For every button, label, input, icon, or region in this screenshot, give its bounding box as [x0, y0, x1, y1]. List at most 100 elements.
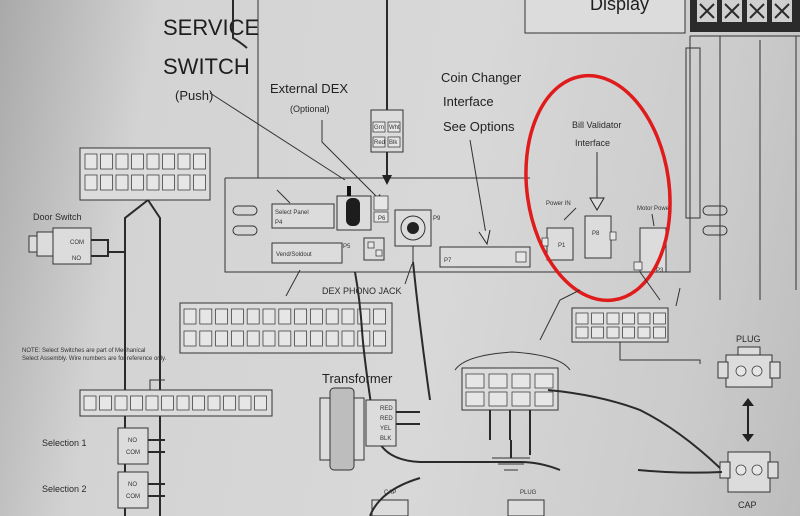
connector-pin — [309, 308, 323, 325]
p4-label: P4 — [275, 220, 283, 226]
connector-pin — [146, 174, 160, 191]
p3-label: P3 — [656, 268, 664, 274]
connector-pin — [278, 330, 292, 347]
connector-pin — [262, 330, 276, 347]
connector-pin — [325, 308, 339, 325]
dex-phono-jack-label: DEX PHONO JACK — [322, 286, 402, 296]
connector-pin — [622, 312, 635, 325]
connector-pin — [341, 308, 355, 325]
p9-label: P9 — [433, 216, 441, 222]
svg-text:COM: COM — [126, 450, 140, 456]
connector-pin — [193, 153, 206, 170]
plug-bottom-label: PLUG — [520, 490, 537, 496]
coin-changer-interface: Interface — [443, 94, 494, 109]
select-panel-label: Select Panel — [275, 210, 309, 216]
selection-strip-connector — [79, 379, 273, 417]
connector-pin — [606, 326, 620, 339]
service-switch-component: P6 — [336, 186, 389, 261]
connector-pin — [215, 308, 229, 325]
svg-text:RED: RED — [380, 416, 393, 422]
vend-soldout-label: Vend/Soldout — [276, 252, 312, 258]
svg-text:NO: NO — [128, 482, 137, 488]
wht-label: Wht — [389, 125, 400, 131]
p5-label: P5 — [343, 244, 351, 250]
service-switch-label: SERVICE — [163, 15, 259, 40]
selection-switches: Selection 1 NO COM Selection 2 NO COM — [42, 427, 165, 509]
p8-label: P8 — [592, 231, 600, 237]
connector-pin — [575, 312, 589, 325]
connector-pin — [207, 395, 221, 411]
connector-pin — [591, 312, 604, 325]
coin-changer-options: See Options — [443, 119, 515, 134]
connector-pin — [162, 153, 175, 170]
connector-pin — [100, 153, 113, 170]
selection-1-label: Selection 1 — [42, 438, 87, 448]
optional-label: (Optional) — [290, 104, 330, 114]
connector-pin — [325, 330, 339, 347]
plug-top: PLUG — [717, 334, 781, 442]
connector-pin — [192, 395, 205, 411]
connector-pin — [637, 326, 651, 339]
highlight-ellipse — [524, 73, 672, 303]
control-board — [224, 0, 800, 300]
connector-pin — [278, 308, 292, 325]
display-connector: Display — [524, 0, 800, 34]
connector-pin — [161, 395, 174, 411]
power-connector — [454, 289, 721, 471]
no-label: NO — [72, 256, 81, 262]
connector-pin — [246, 330, 260, 347]
connector-pin — [373, 330, 387, 347]
connector-pin — [606, 312, 620, 325]
connector-pin — [230, 330, 244, 347]
dex-phono-jack: P9 DEX PHONO JACK — [285, 209, 441, 297]
connector-pin — [230, 308, 244, 325]
connector-pin — [177, 153, 191, 170]
connector-pin — [193, 174, 206, 191]
connector-pin — [637, 312, 651, 325]
right-pin-connector — [571, 271, 701, 364]
connector-pin — [183, 308, 197, 325]
connector-pin — [146, 153, 160, 170]
external-dex-label: External DEX — [270, 81, 348, 96]
svg-text:RED: RED — [380, 406, 393, 412]
svg-text:BLK: BLK — [380, 436, 391, 442]
svg-text:YEL: YEL — [380, 426, 392, 432]
com-label: COM — [70, 240, 84, 246]
power-in-label: Power IN — [546, 201, 571, 207]
connector-pin — [341, 330, 355, 347]
door-switch: Door Switch COM NO — [28, 212, 125, 265]
connector-pin — [84, 174, 98, 191]
connector-pin — [100, 174, 113, 191]
p1-label: P1 — [558, 243, 566, 249]
connector-pin — [115, 174, 129, 191]
coin-changer: Coin Changer Interface See Options P7 — [439, 70, 531, 268]
motor-power-label: Motor Power — [637, 206, 671, 212]
connector-pin — [83, 395, 97, 411]
connector-pin — [511, 391, 531, 407]
connector-pin — [262, 308, 276, 325]
connector-pin — [465, 391, 485, 407]
connector-pin — [162, 174, 175, 191]
push-label: (Push) — [175, 88, 213, 103]
door-switch-label: Door Switch — [33, 212, 82, 222]
connector-pin — [254, 395, 267, 411]
main-harness-connector — [179, 302, 393, 354]
bottom-cap-plug: CAP PLUG — [369, 477, 545, 516]
connector-pin — [114, 395, 128, 411]
grn-label: Grn — [374, 125, 384, 131]
bill-validator: Bill Validator Interface Power IN Motor … — [541, 120, 671, 274]
svg-text:COM: COM — [126, 494, 140, 500]
select-panel-connector: Select Panel P4 — [271, 189, 335, 229]
connector-pin — [131, 153, 144, 170]
svg-text:NO: NO — [128, 438, 137, 444]
connector-pin — [534, 373, 554, 389]
connector-pin — [177, 174, 191, 191]
cap-right: CAP — [637, 451, 779, 510]
connector-pin — [534, 391, 554, 407]
service-switch-label-2: SWITCH — [163, 54, 250, 79]
connector-pin — [176, 395, 190, 411]
plug-top-label: PLUG — [736, 334, 761, 344]
vend-soldout-connector: Vend/Soldout P5 — [271, 242, 351, 264]
connector-pin — [294, 330, 308, 347]
